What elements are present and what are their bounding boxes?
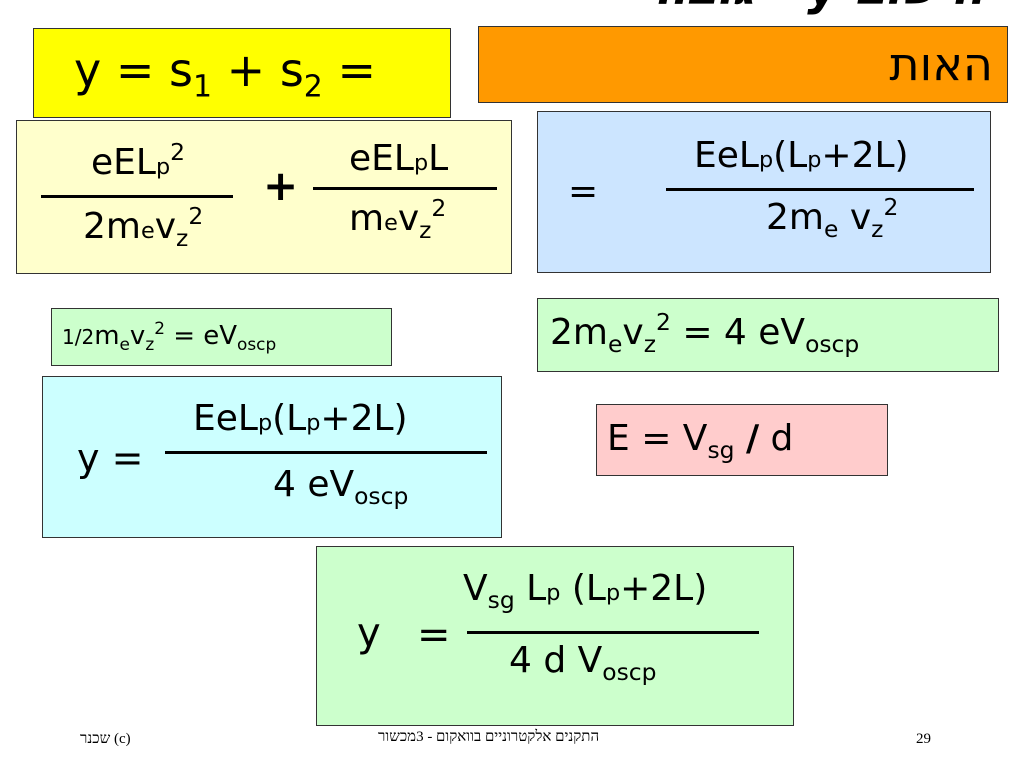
- y-formula-box: y = EeLp(Lp+2L) 4 eVoscp: [42, 376, 502, 538]
- terms-box: eELp2 2mevz2 + eELpL mevz2: [16, 120, 512, 274]
- energy2-equation: 2mevz2 = 4 eVoscp: [550, 307, 860, 359]
- y-formula-fraction-bar: [165, 451, 487, 454]
- field-equation: E = Vsg / d: [607, 418, 794, 465]
- combined-fraction-bar: [666, 188, 974, 191]
- field-box: E = Vsg / d: [596, 404, 888, 476]
- term1-fraction-bar: [41, 195, 233, 198]
- slide-title: חישוב y - גובה: [654, 0, 984, 12]
- footer-course-title: התקנים אלקטרוניים בוואקום - 3מכשור: [378, 729, 600, 745]
- term2-denominator: mevz2: [349, 193, 447, 245]
- y-formula-lhs: y =: [77, 436, 144, 480]
- y-sum-box: y = s1 + s2 =: [33, 28, 451, 118]
- signal-label: האות: [889, 37, 993, 91]
- energy2-box: 2mevz2 = 4 eVoscp: [537, 298, 999, 372]
- footer-copyright: שכנר (c): [80, 731, 131, 747]
- term2-fraction-bar: [313, 187, 497, 190]
- final-y: y: [357, 610, 381, 656]
- final-numerator: Vsg Lp (Lp+2L): [463, 568, 708, 615]
- y-sum-equation: y = s1 + s2 =: [74, 43, 376, 105]
- y-formula-denominator: 4 eVoscp: [273, 464, 409, 511]
- final-denominator: 4 d Voscp: [509, 640, 657, 687]
- final-fraction-bar: [467, 631, 759, 634]
- y-formula-numerator: EeLp(Lp+2L): [193, 398, 408, 439]
- combined-denominator: 2me vz2: [766, 192, 899, 244]
- term1-denominator: 2mevz2: [83, 201, 204, 253]
- terms-plus: +: [263, 161, 299, 210]
- slide-number: 29: [916, 731, 931, 747]
- term1-numerator: eELp2: [91, 137, 186, 183]
- term2-numerator: eELpL: [349, 138, 449, 179]
- combined-box: = EeLp(Lp+2L) 2me vz2: [537, 111, 991, 273]
- final-equals: =: [417, 612, 451, 658]
- final-formula-box: y = Vsg Lp (Lp+2L) 4 d Voscp: [316, 546, 794, 726]
- combined-numerator: EeLp(Lp+2L): [694, 135, 909, 176]
- energy-box: 1/2mevz2 = eVoscp: [51, 308, 392, 366]
- energy-equation: 1/2mevz2 = eVoscp: [62, 317, 277, 354]
- signal-label-box: האות: [478, 26, 1008, 103]
- combined-equals: =: [568, 171, 599, 212]
